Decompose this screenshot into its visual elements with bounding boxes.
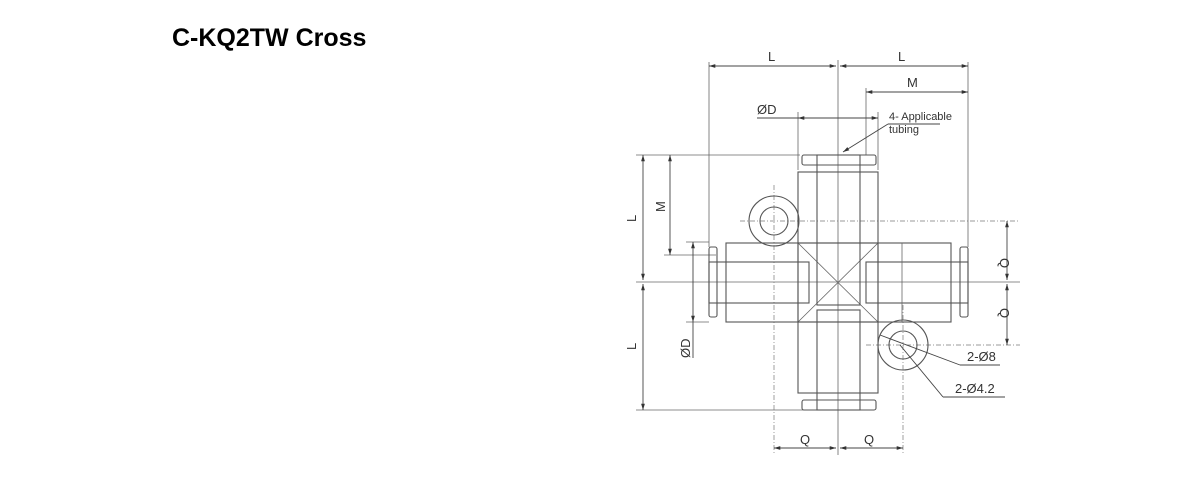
centerlines bbox=[636, 60, 1020, 455]
dim-label-Q: Q bbox=[800, 432, 810, 447]
dim-label-L: L bbox=[768, 49, 775, 64]
dim-label-Q: Q bbox=[997, 258, 1012, 268]
mount-hole-inner bbox=[759, 206, 789, 236]
mount-hole-inner bbox=[888, 330, 918, 360]
dim-label-L: L bbox=[624, 343, 639, 350]
dim-label-Q: Q bbox=[997, 308, 1012, 318]
fitting-body bbox=[708, 154, 969, 411]
tubing-note-line2: tubing bbox=[889, 124, 919, 136]
mount-hole-outer bbox=[877, 319, 929, 371]
dim-label-L: L bbox=[898, 49, 905, 64]
extension-lines bbox=[636, 62, 969, 411]
dim-label-M: M bbox=[653, 201, 668, 212]
dim-label-M: M bbox=[907, 75, 918, 90]
dim-label-L: L bbox=[624, 215, 639, 222]
dim-label-Q: Q bbox=[864, 432, 874, 447]
dim-label-D: ØD bbox=[678, 339, 693, 359]
hole-outer-label: 2-Ø8 bbox=[967, 349, 996, 364]
dimensions bbox=[641, 64, 1009, 450]
hole-inner-label: 2-Ø4.2 bbox=[955, 381, 995, 396]
mount-hole-outer bbox=[748, 195, 800, 247]
dim-label-D: ØD bbox=[757, 102, 777, 117]
tubing-note-line1: 4- Applicable bbox=[889, 111, 952, 123]
page-title: C-KQ2TW Cross bbox=[172, 24, 367, 52]
